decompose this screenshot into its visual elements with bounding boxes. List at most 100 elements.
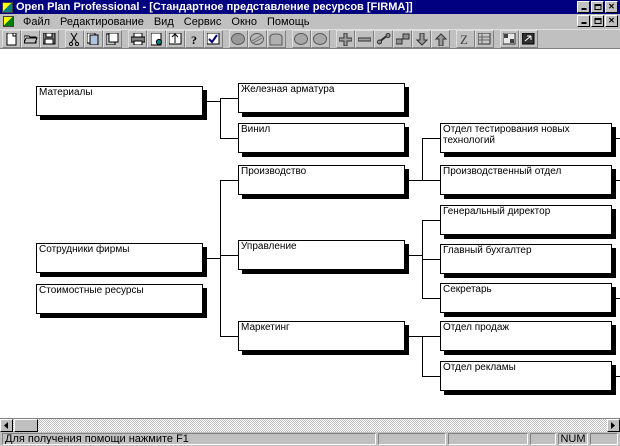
copy-icon[interactable] — [84, 30, 103, 48]
circle-gray-icon[interactable] — [292, 30, 311, 48]
node-label: Железная арматура — [241, 84, 335, 95]
link-icon[interactable] — [374, 30, 393, 48]
move-up-icon[interactable] — [431, 30, 450, 48]
node-label: Отдел рекламы — [443, 362, 516, 373]
mdi-close-button[interactable]: ✕ — [605, 15, 618, 27]
node-label: Производство — [241, 166, 307, 177]
move-down-icon[interactable] — [412, 30, 431, 48]
rounded-square-icon[interactable] — [267, 30, 286, 48]
ellipse-pattern-icon[interactable] — [248, 30, 267, 48]
application-icon — [2, 1, 13, 13]
node-label: Производственный отдел — [443, 166, 562, 177]
plus-expand-icon[interactable] — [336, 30, 355, 48]
scroll-right-arrow-icon[interactable] — [607, 419, 620, 432]
node-label: Отдел продаж — [443, 322, 510, 333]
mdi-restore-button[interactable] — [591, 15, 604, 27]
menu-tools[interactable]: Сервис — [183, 15, 222, 28]
node-label: Генеральный директор — [443, 206, 551, 217]
new-file-icon[interactable] — [2, 30, 21, 48]
window-control-buttons: ✕ — [577, 1, 618, 13]
tree-node-stoimostnye-resursy[interactable]: Стоимостные ресурсы — [36, 284, 207, 318]
node-face — [238, 123, 405, 153]
tree-node-otdel-prodazh[interactable]: Отдел продаж — [440, 321, 616, 355]
layout-icon[interactable] — [500, 30, 519, 48]
connector-line — [405, 180, 422, 181]
tree-node-glavnyy-buhgalter[interactable]: Главный бухгалтер — [440, 244, 616, 278]
cut-scissors-icon[interactable] — [65, 30, 84, 48]
minus-collapse-icon[interactable] — [355, 30, 374, 48]
node-face — [238, 240, 405, 270]
horizontal-scrollbar[interactable] — [0, 418, 620, 432]
connector-line — [612, 138, 620, 139]
connector-line — [422, 336, 440, 337]
scrollbar-thumb[interactable] — [14, 419, 38, 432]
print-icon[interactable] — [128, 30, 147, 48]
tree-node-sotrudniki-firmy[interactable]: Сотрудники фирмы — [36, 243, 207, 277]
open-folder-icon[interactable] — [21, 30, 40, 48]
menu-window[interactable]: Окно — [231, 15, 257, 28]
tree-node-upravlenie[interactable]: Управление — [238, 240, 409, 274]
menu-bar: Файл Редактирование Вид Сервис Окно Помо… — [0, 14, 620, 29]
resource-tree-canvas[interactable]: Материалы Железная арматура Винил Отдел … — [0, 49, 620, 418]
tree-node-otdel-reklamy[interactable]: Отдел рекламы — [440, 361, 616, 395]
tree-node-generalnyy-direktor[interactable]: Генеральный директор — [440, 205, 616, 239]
spell-check-icon[interactable] — [204, 30, 223, 48]
svg-text:?: ? — [191, 33, 197, 46]
title-bar: Open Plan Professional - [Стандартное пр… — [0, 0, 620, 14]
minimize-button[interactable] — [577, 1, 590, 13]
scrollbar-track[interactable] — [13, 419, 607, 432]
step-icon[interactable] — [393, 30, 412, 48]
connector-line — [422, 298, 440, 299]
tree-node-proizvodstvo[interactable]: Производство — [238, 165, 409, 199]
node-face — [440, 205, 612, 235]
status-panel-5 — [590, 433, 618, 445]
scroll-left-arrow-icon[interactable] — [0, 419, 13, 432]
node-label: Материалы — [39, 87, 93, 98]
tree-node-sekretar[interactable]: Секретарь — [440, 283, 616, 317]
connector-line — [422, 138, 440, 139]
node-face — [36, 284, 203, 314]
status-panel-2 — [448, 433, 528, 445]
restore-button[interactable] — [591, 1, 604, 13]
mdi-minimize-button[interactable] — [577, 15, 590, 27]
menu-help[interactable]: Помощь — [266, 15, 310, 28]
status-bar: Для получения помощи нажмите F1 NUM — [0, 432, 620, 446]
node-face — [36, 243, 203, 273]
connector-line — [220, 180, 221, 336]
node-face — [440, 283, 612, 313]
menu-view[interactable]: Вид — [153, 15, 174, 28]
paste-icon[interactable] — [103, 30, 122, 48]
mdi-control-buttons: ✕ — [577, 15, 618, 27]
tree-node-zheleznaya-armatura[interactable]: Железная арматура — [238, 83, 409, 117]
save-disk-icon[interactable] — [40, 30, 59, 48]
close-button[interactable]: ✕ — [605, 1, 618, 13]
sort-icon[interactable] — [166, 30, 185, 48]
node-label: Сотрудники фирмы — [39, 244, 130, 255]
node-label: Управление — [241, 241, 297, 252]
tree-node-marketing[interactable]: Маркетинг — [238, 321, 409, 355]
connector-line — [612, 298, 620, 299]
menu-file[interactable]: Файл — [23, 15, 51, 28]
tree-node-otdel-testirovaniya[interactable]: Отдел тестирования новых технологий — [440, 123, 616, 157]
connector-line — [422, 376, 440, 377]
zoom-z-icon[interactable]: Z — [456, 30, 475, 48]
connector-line — [612, 376, 620, 377]
status-message: Для получения помощи нажмите F1 — [2, 433, 376, 445]
menu-edit[interactable]: Редактирование — [60, 15, 144, 28]
tree-node-proizvodstvennyy-otdel[interactable]: Производственный отдел — [440, 165, 616, 199]
circle-gray2-icon[interactable] — [311, 30, 330, 48]
help-question-icon[interactable]: ? — [185, 30, 204, 48]
document-icon[interactable] — [3, 16, 14, 27]
connector-line — [203, 258, 220, 259]
tree-node-materialy[interactable]: Материалы — [36, 86, 207, 120]
node-face — [440, 165, 612, 195]
print-preview-icon[interactable] — [147, 30, 166, 48]
ellipse-filled-icon[interactable] — [229, 30, 248, 48]
grid-view-icon[interactable] — [475, 30, 494, 48]
status-num-indicator: NUM — [558, 433, 588, 445]
tree-node-vinil[interactable]: Винил — [238, 123, 409, 157]
resize-icon[interactable] — [519, 30, 538, 48]
status-panel-3 — [530, 433, 556, 445]
node-label: Винил — [241, 124, 271, 135]
